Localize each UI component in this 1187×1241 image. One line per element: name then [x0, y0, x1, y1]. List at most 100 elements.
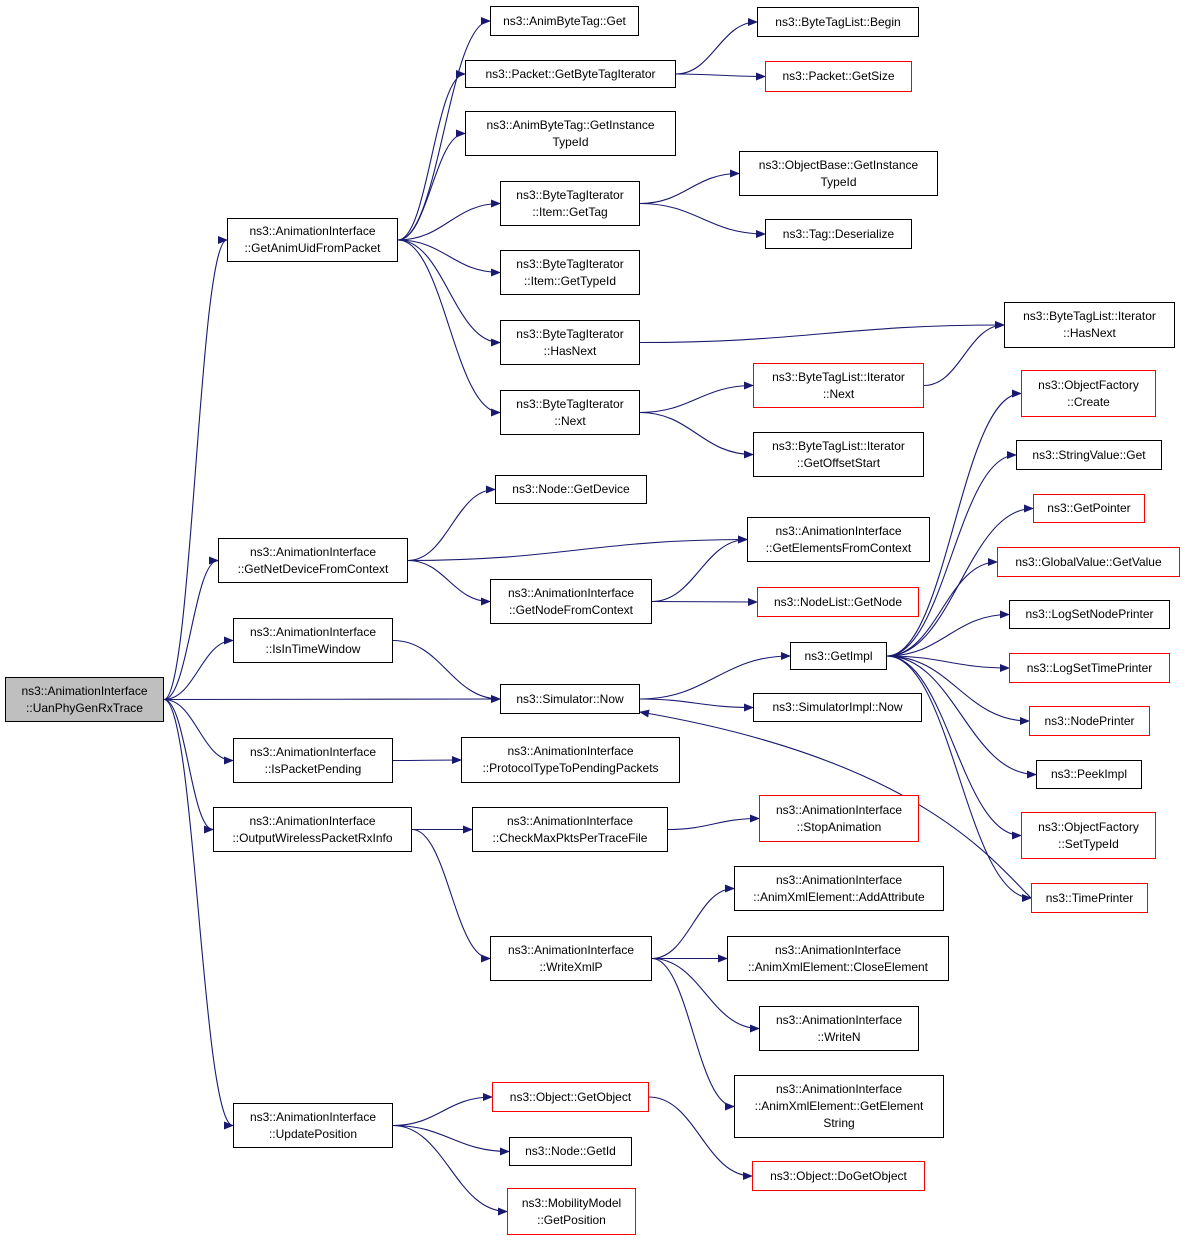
node-update-position[interactable]: ns3::AnimationInterface::UpdatePosition — [233, 1103, 393, 1148]
node-label-line: ::AnimXmlElement::AddAttribute — [753, 889, 925, 904]
node-log-set-node-printer[interactable]: ns3::LogSetNodePrinter — [1009, 600, 1170, 629]
node-get-node-from-context[interactable]: ns3::AnimationInterface::GetNodeFromCont… — [490, 579, 652, 624]
node-label-line: ns3::Packet::GetByteTagIterator — [485, 66, 656, 81]
edge-simNow-to-getImpl — [639, 652, 791, 700]
node-object-factory-create[interactable]: ns3::ObjectFactory::Create — [1021, 370, 1156, 417]
node-packet-get-byte-tag-iterator[interactable]: ns3::Packet::GetByteTagIterator — [465, 60, 676, 88]
node-byte-tag-iterator-next[interactable]: ns3::ByteTagIterator::Next — [500, 390, 640, 435]
node-anim-xml-element-add-attribute[interactable]: ns3::AnimationInterface::AnimXmlElement:… — [734, 866, 944, 911]
node-label-line: ns3::ObjectFactory — [1038, 819, 1139, 834]
node-byte-tag-list-iterator-get-offset-start[interactable]: ns3::ByteTagList::Iterator::GetOffsetSta… — [753, 432, 924, 477]
node-label-line: ns3::AnimationInterface — [249, 1109, 377, 1124]
node-mobility-model-get-position[interactable]: ns3::MobilityModel::GetPosition — [507, 1188, 636, 1235]
node-label-line: ::Item::GetTypeId — [523, 273, 617, 288]
node-time-printer[interactable]: ns3::TimePrinter — [1031, 883, 1148, 913]
node-label-line: ::GetPosition — [537, 1212, 606, 1227]
node-stop-animation[interactable]: ns3::AnimationInterface::StopAnimation — [759, 795, 919, 842]
node-object-do-get-object[interactable]: ns3::Object::DoGetObject — [752, 1161, 925, 1191]
node-label-line: ns3::ObjectFactory — [1038, 377, 1139, 392]
node-label-line: ns3::Packet::GetSize — [782, 69, 895, 83]
node-check-max-pkts-per-trace-file[interactable]: ns3::AnimationInterface::CheckMaxPktsPer… — [472, 807, 668, 852]
node-label-line: ns3::LogSetTimePrinter — [1026, 660, 1153, 675]
node-get-impl[interactable]: ns3::GetImpl — [790, 642, 887, 670]
node-label-line: ::StopAnimation — [796, 819, 882, 834]
node-anim-xml-element-close-element[interactable]: ns3::AnimationInterface::AnimXmlElement:… — [727, 936, 949, 981]
node-label-line: ns3::ByteTagList::Begin — [775, 14, 901, 29]
edge-root-to-simNow — [163, 695, 501, 704]
node-label-line: ns3::MobilityModel — [521, 1195, 622, 1210]
node-node-get-id[interactable]: ns3::Node::GetId — [509, 1137, 632, 1166]
node-label-line: ns3::AnimationInterface — [249, 224, 376, 238]
node-tag-deserialize[interactable]: ns3::Tag::Deserialize — [765, 219, 912, 249]
node-label-line: ::AnimXmlElement::CloseElement — [747, 959, 929, 974]
node-log-set-time-printer[interactable]: ns3::LogSetTimePrinter — [1009, 653, 1170, 683]
node-label-line: ::AnimXmlElement::GetElement — [754, 1099, 924, 1113]
node-label-line: ::WriteN — [817, 1029, 861, 1044]
node-label-line: ns3::Node::GetDevice — [512, 482, 630, 496]
node-object-factory-set-type-id[interactable]: ns3::ObjectFactory::SetTypeId — [1021, 812, 1156, 859]
node-label-line: ns3::Simulator::Now — [516, 691, 624, 706]
node-label-line: ns3::GetPointer — [1047, 501, 1131, 515]
node-byte-tag-iterator-item-get-type-id[interactable]: ns3::ByteTagIterator::Item::GetTypeId — [500, 250, 640, 295]
node-label-line: ::UpdatePosition — [268, 1126, 358, 1141]
node-write-xml-p[interactable]: ns3::AnimationInterface::WriteXmlP — [490, 936, 652, 981]
node-packet-get-size[interactable]: ns3::Packet::GetSize — [765, 61, 912, 92]
node-node-list-get-node[interactable]: ns3::NodeList::GetNode — [757, 587, 919, 617]
node-node-printer[interactable]: ns3::NodePrinter — [1029, 706, 1150, 736]
edge-simNow-to-simImplNow — [639, 698, 754, 712]
node-label-line: ns3::AnimationInterface — [507, 744, 634, 758]
node-anim-xml-element-get-element-string[interactable]: ns3::AnimationInterface::AnimXmlElement:… — [734, 1075, 944, 1138]
node-byte-tag-list-iterator-next[interactable]: ns3::ByteTagList::Iterator::Next — [753, 363, 924, 408]
node-byte-tag-iterator-has-next[interactable]: ns3::ByteTagIterator::HasNext — [500, 320, 640, 365]
node-simulator-now[interactable]: ns3::Simulator::Now — [500, 684, 640, 714]
edge-getImpl-to-logSetTimePrinter — [886, 655, 1010, 672]
node-label-line: ns3::StringValue::Get — [1032, 447, 1146, 462]
edge-timePrinter-to-simNow — [639, 709, 1032, 899]
node-get-anim-uid-from-packet[interactable]: ns3::AnimationInterface::GetAnimUidFromP… — [227, 218, 398, 262]
node-label-line: TypeId — [820, 174, 857, 189]
node-string-value-get[interactable]: ns3::StringValue::Get — [1016, 440, 1162, 470]
node-object-get-object[interactable]: ns3::Object::GetObject — [492, 1082, 649, 1112]
node-byte-tag-iterator-item-get-tag[interactable]: ns3::ByteTagIterator::Item::GetTag — [500, 181, 640, 226]
node-is-in-time-window[interactable]: ns3::AnimationInterface::IsInTimeWindow — [233, 618, 393, 663]
node-global-value-get-value[interactable]: ns3::GlobalValue::GetValue — [997, 547, 1180, 577]
node-node-get-device[interactable]: ns3::Node::GetDevice — [495, 475, 647, 504]
node-label-line: ns3::ObjectBase::GetInstance — [758, 157, 919, 172]
node-label-line: ::GetOffsetStart — [796, 455, 881, 470]
node-output-wireless-packet-rx-info[interactable]: ns3::AnimationInterface::OutputWirelessP… — [213, 807, 412, 852]
node-label-line: ns3::NodeList::GetNode — [773, 594, 903, 609]
edge-getNetDevice-to-getElements — [407, 535, 748, 562]
node-label-line: ns3::TimePrinter — [1045, 890, 1134, 905]
node-get-pointer[interactable]: ns3::GetPointer — [1033, 494, 1145, 523]
edge-getAnimUid-to-animByteTagGetInst — [397, 129, 466, 241]
node-get-elements-from-context[interactable]: ns3::AnimationInterface::GetElementsFrom… — [747, 517, 930, 562]
node-anim-byte-tag-get[interactable]: ns3::AnimByteTag::Get — [490, 6, 639, 36]
node-label-line: ::GetElementsFromContext — [765, 540, 912, 555]
node-label-line: ns3::AnimationInterface — [775, 872, 903, 887]
node-label-line: ::HasNext — [1063, 326, 1116, 340]
node-get-net-device-from-context[interactable]: ns3::AnimationInterface::GetNetDeviceFro… — [218, 538, 408, 583]
node-label-line: ns3::AnimationInterface — [506, 813, 634, 828]
node-label-line: ns3::AnimationInterface — [507, 585, 635, 600]
node-peek-impl[interactable]: ns3::PeekImpl — [1036, 760, 1142, 789]
node-simulator-impl-now[interactable]: ns3::SimulatorImpl::Now — [753, 693, 922, 722]
node-byte-tag-list-begin[interactable]: ns3::ByteTagList::Begin — [757, 7, 919, 37]
node-label-line: ::Next — [822, 386, 855, 401]
edge-getImpl-to-objFactoryCreate — [886, 389, 1022, 657]
edge-getNodeFromCtx-to-getElements — [651, 535, 748, 603]
node-byte-tag-list-iterator-has-next[interactable]: ns3::ByteTagList::Iterator::HasNext — [1004, 302, 1175, 348]
edge-root-to-getNetDevice — [163, 556, 219, 701]
node-protocol-type-to-pending-packets[interactable]: ns3::AnimationInterface::ProtocolTypeToP… — [461, 737, 680, 783]
edge-getAnimUid-to-packetGetByteTagIter — [397, 70, 466, 241]
node-write-n[interactable]: ns3::AnimationInterface::WriteN — [759, 1006, 919, 1051]
edge-btiNext-to-btlIterGetOffset — [639, 411, 754, 459]
edge-objectGetObject-to-objectDoGetObject — [648, 1096, 753, 1180]
node-label-line: ::GetAnimUidFromPacket — [244, 241, 381, 255]
edge-getAnimUid-to-btiHasNext — [397, 239, 501, 347]
node-root-uan-phy-gen-rx-trace: ns3::AnimationInterface::UanPhyGenRxTrac… — [5, 677, 164, 722]
edge-writeXmlP-to-writeN — [651, 957, 760, 1033]
node-is-packet-pending[interactable]: ns3::AnimationInterface::IsPacketPending — [233, 738, 393, 783]
